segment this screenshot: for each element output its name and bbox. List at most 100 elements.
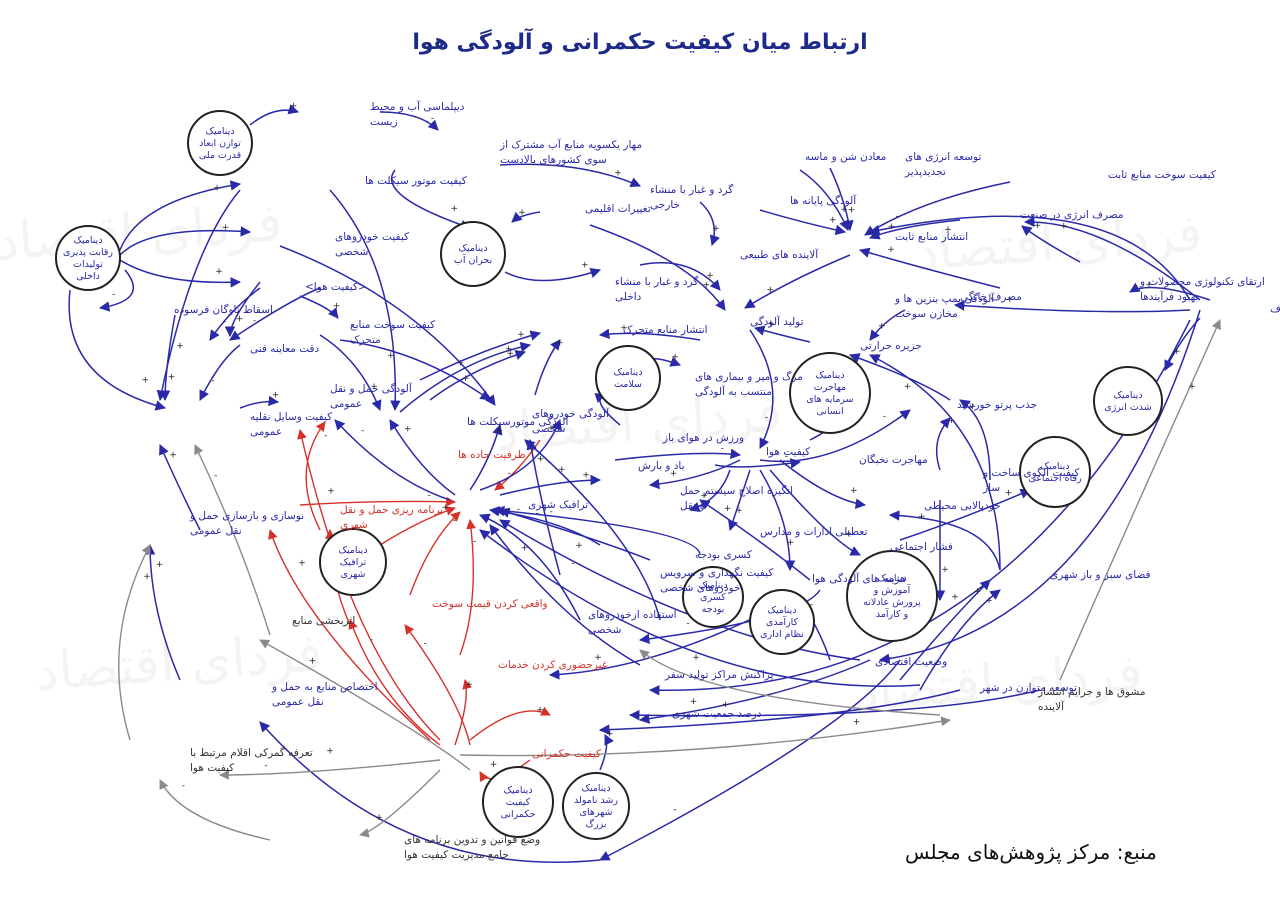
causal-link: -: [209, 287, 261, 341]
circle-ring: [562, 772, 630, 840]
causal-link: +: [279, 245, 496, 406]
polarity-sign: +: [213, 184, 221, 194]
polarity-sign: +: [456, 359, 464, 369]
causal-link: +: [878, 309, 1201, 664]
link-curve: [199, 344, 241, 401]
polarity-sign: -: [765, 413, 768, 423]
polarity-sign: -: [686, 619, 689, 629]
node-line: برنامه ریزی حمل و نقل: [340, 504, 443, 516]
node-line: گرد و غبار با منشاء: [650, 183, 733, 196]
causal-link: +: [548, 609, 771, 680]
node-line: جذب پرتو خورشید: [957, 399, 1037, 411]
node-enteshar-motaharek: انتشار منابع متحرک: [623, 324, 708, 336]
circle-ring: [440, 221, 506, 287]
causal-link: +: [689, 469, 731, 512]
link-curve: [329, 189, 401, 412]
node-line: تعطیلی ادارات و مدارس: [760, 526, 867, 538]
polarity-sign: -: [112, 290, 115, 300]
link-curve: [598, 689, 961, 735]
polarity-sign: -: [508, 469, 511, 479]
node-line: متحرک: [350, 334, 381, 346]
polarity-sign: +: [941, 565, 949, 575]
node-line: اختصاص منابع به حمل و: [271, 681, 378, 693]
polarity-sign: +: [948, 416, 956, 426]
circle-line: شدت انرژی: [1104, 402, 1151, 413]
polarity-sign: +: [370, 382, 378, 392]
polarity-sign: +: [290, 101, 298, 111]
causal-link: +: [299, 295, 340, 319]
link-curve: [749, 329, 774, 449]
link-curve: [935, 417, 951, 471]
causal-link: +: [469, 423, 503, 491]
causal-link: +: [389, 419, 456, 496]
polarity-sign: +: [518, 208, 526, 218]
polarity-sign: +: [702, 280, 710, 290]
polarity-sign: +: [517, 330, 525, 340]
causal-link: +: [329, 189, 401, 412]
link-curve: [399, 341, 532, 413]
causal-link: +: [339, 339, 491, 401]
causal-link: +: [753, 319, 811, 343]
link-curve: [194, 444, 271, 636]
node-line: انگیزه اصلاح الگوی مصرف: [1270, 302, 1280, 315]
causal-link: +: [224, 281, 261, 338]
causal-link: -: [98, 269, 135, 312]
node-line: و نقل: [680, 500, 705, 512]
link-curve: [334, 419, 451, 501]
polarity-sign: +: [505, 345, 513, 355]
node-line: مهار یکسویه منابع آب مشترک از: [499, 138, 642, 151]
polarity-sign: +: [450, 204, 458, 214]
polarity-sign: +: [441, 503, 449, 513]
polarity-sign: +: [236, 314, 244, 324]
polarity-sign: -: [428, 490, 431, 500]
link-curve: [699, 201, 720, 247]
link-curve: [779, 459, 867, 509]
node-deghat: دقت معاینه فنی: [250, 343, 320, 355]
causal-link: +: [159, 314, 176, 402]
causal-link: -: [479, 529, 921, 687]
circle-line: سلامت: [614, 379, 642, 390]
causal-link: +: [359, 769, 441, 838]
node-line: گرد و غبار با منشاء: [615, 275, 698, 288]
node-terafik-shahri: ترافیک شهری: [528, 499, 588, 511]
causal-link: +: [1129, 280, 1211, 301]
link-curve: [689, 469, 731, 512]
polarity-sign: +: [671, 352, 679, 362]
link-curve: [1059, 319, 1221, 681]
causal-link: -: [749, 329, 774, 449]
link-curve: [959, 399, 991, 481]
causal-link: +: [534, 338, 564, 396]
link-curve: [648, 459, 741, 490]
circle-ring: [846, 550, 938, 642]
polarity-sign: +: [951, 593, 959, 603]
causal-link: +: [459, 716, 951, 757]
link-curve: [479, 419, 562, 491]
node-tatili: تعطیلی ادارات و مدارس: [760, 526, 867, 538]
circle-line: دینامیک: [338, 545, 367, 556]
circle-ring: [319, 528, 387, 596]
link-curve: [209, 287, 261, 341]
causal-link: +: [118, 544, 151, 741]
node-line: کیفیت هوا: [190, 762, 234, 774]
circle-line: دینامیک: [458, 243, 487, 254]
node-line: زیست: [370, 116, 398, 128]
causal-link: +: [599, 729, 614, 771]
circle-ring: [187, 110, 253, 176]
node-line: خودپالایی محیطی: [924, 500, 1001, 512]
causal-link: +: [589, 224, 726, 311]
node-line: هزینه های آلودگی هوا: [812, 572, 906, 585]
polarity-sign: +: [169, 450, 177, 460]
circle-line: انسانی: [816, 406, 843, 417]
link-curve: [319, 334, 382, 411]
causal-link: -: [599, 659, 901, 861]
polarity-sign: +: [581, 260, 589, 270]
